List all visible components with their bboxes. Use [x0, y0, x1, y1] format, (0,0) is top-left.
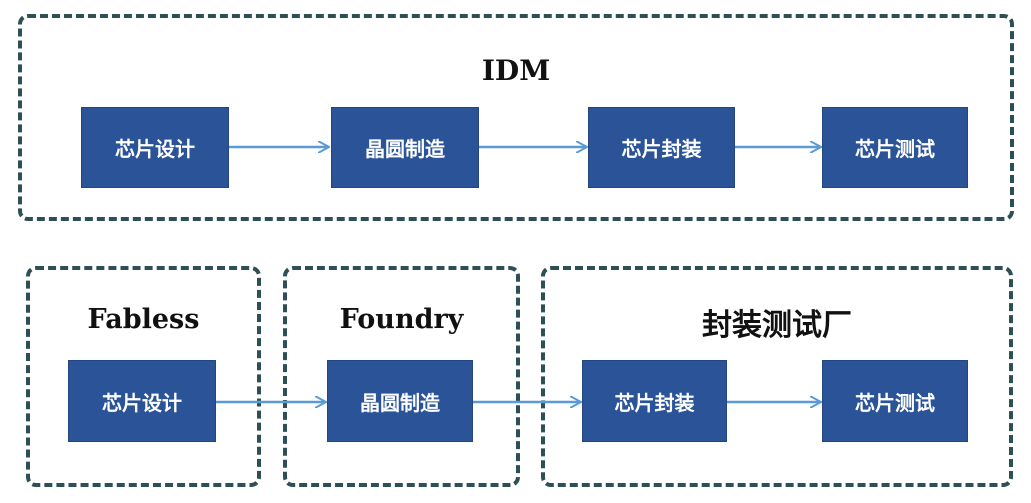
idm-step-wafer-fab: 晶圆制造	[331, 107, 479, 188]
foundry-step-wafer-fab: 晶圆制造	[327, 360, 473, 442]
fabless-group: Fabless	[26, 266, 261, 487]
idm-group: IDM	[18, 14, 1014, 221]
fabless-title: Fabless	[87, 304, 200, 335]
foundry-title: Foundry	[339, 304, 464, 335]
osat-group: 封装测试厂	[541, 266, 1013, 487]
idm-step-chip-design: 芯片设计	[81, 107, 229, 188]
osat-step-testing: 芯片测试	[822, 360, 968, 442]
osat-step-packaging: 芯片封装	[582, 360, 727, 442]
idm-title: IDM	[481, 54, 551, 87]
foundry-group: Foundry	[283, 266, 520, 487]
osat-title: 封装测试厂	[702, 308, 852, 343]
fabless-step-chip-design: 芯片设计	[68, 360, 216, 442]
idm-step-packaging: 芯片封装	[588, 107, 735, 188]
idm-step-testing: 芯片测试	[822, 107, 968, 188]
